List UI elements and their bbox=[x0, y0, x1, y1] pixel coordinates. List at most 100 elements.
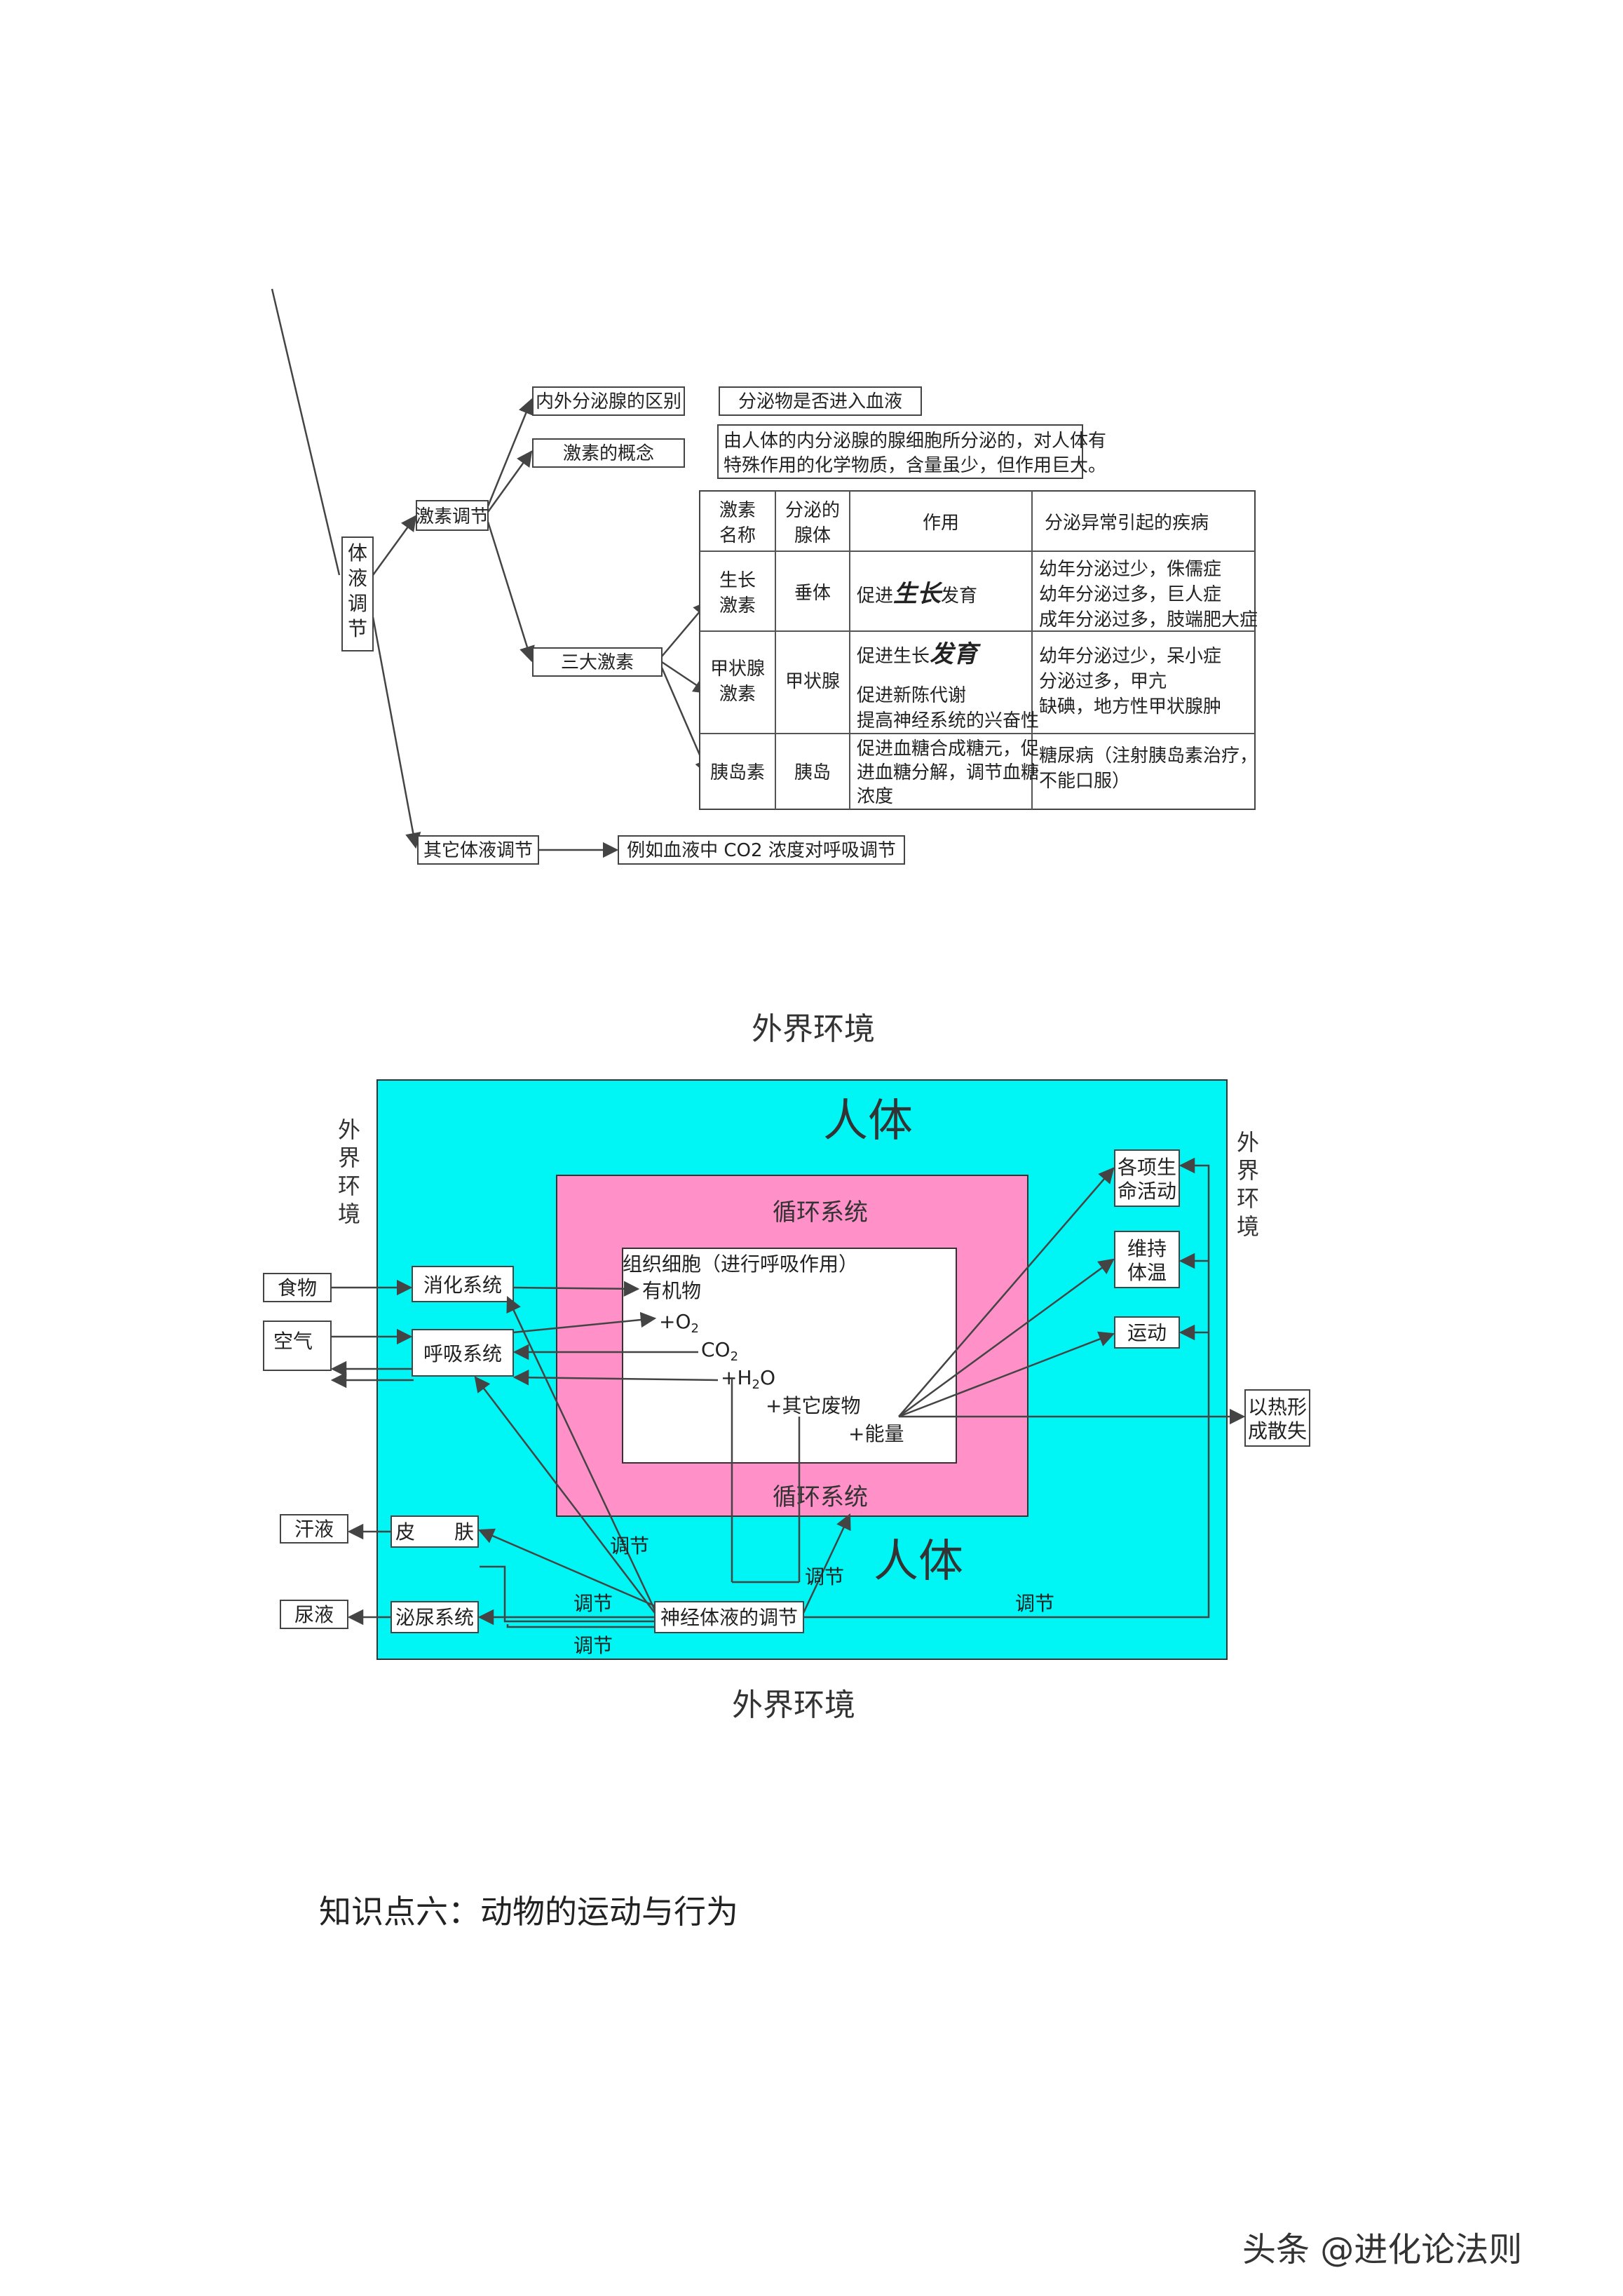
diff-label: 内外分泌腺的区别 bbox=[536, 391, 681, 412]
diff-value: 分泌物是否进入血液 bbox=[738, 391, 902, 412]
r2-effect: 促进生长发育 bbox=[857, 640, 981, 668]
r1-effect: 促进生长发育 bbox=[857, 580, 977, 608]
reg-label-3: 调节 bbox=[573, 1592, 613, 1615]
sweat-label: 汗液 bbox=[294, 1518, 334, 1541]
th-effect: 作用 bbox=[923, 513, 959, 534]
diff-box bbox=[532, 386, 685, 416]
heat-loss-line-2: 成散失 bbox=[1248, 1419, 1307, 1443]
arrow-root-to-other bbox=[372, 616, 421, 849]
sweat-box bbox=[280, 1514, 348, 1544]
root-char-2: 液 bbox=[348, 567, 367, 590]
concept-box bbox=[532, 438, 685, 468]
other-reg-box bbox=[417, 835, 539, 865]
tree-root-line bbox=[271, 288, 341, 576]
r1-disease-1: 幼年分泌过少，侏儒症 bbox=[1039, 559, 1221, 580]
env-bottom-label: 外界环境 bbox=[732, 1687, 855, 1723]
diagram-arrows bbox=[330, 1157, 1246, 1628]
env-left-4: 境 bbox=[338, 1201, 360, 1227]
th-disease: 分泌异常引起的疾病 bbox=[1045, 513, 1209, 534]
body-temp-line-2: 体温 bbox=[1127, 1261, 1167, 1284]
th-name-1: 激素 bbox=[719, 500, 756, 521]
root-char-1: 体 bbox=[348, 541, 367, 565]
concept-line-2: 特殊作用的化学物质，含量虽少，但作用巨大。 bbox=[724, 455, 1106, 476]
root-char-4: 节 bbox=[348, 617, 367, 640]
three-box bbox=[532, 647, 663, 677]
env-left-2: 界 bbox=[338, 1144, 360, 1171]
env-right-4: 境 bbox=[1237, 1213, 1259, 1240]
hormone-reg-label: 激素调节 bbox=[416, 506, 489, 527]
neuro-humoral-label: 神经体液的调节 bbox=[660, 1606, 798, 1629]
arrow-to-three bbox=[487, 521, 535, 663]
r1-disease-3: 成年分泌过多，肢端肥大症 bbox=[1039, 609, 1258, 630]
concept-label: 激素的概念 bbox=[563, 443, 654, 464]
reg-label-2: 调节 bbox=[805, 1565, 844, 1588]
urine-label: 尿液 bbox=[294, 1603, 334, 1626]
section-title: 知识点六：动物的运动与行为 bbox=[319, 1893, 738, 1931]
r2-name-2: 激素 bbox=[719, 684, 756, 705]
env-left-3: 环 bbox=[338, 1173, 360, 1199]
life-activity-box bbox=[1114, 1149, 1180, 1207]
digestive-label: 消化系统 bbox=[423, 1274, 502, 1297]
r3-name: 胰岛素 bbox=[710, 762, 765, 783]
r3-disease-2: 不能口服） bbox=[1039, 771, 1130, 792]
respiratory-system-box bbox=[412, 1329, 514, 1377]
th-gland-2: 腺体 bbox=[794, 525, 831, 546]
r2-effect-line-1: 促进新陈代谢 bbox=[857, 685, 966, 706]
skin-box bbox=[391, 1515, 479, 1548]
air-box bbox=[263, 1321, 332, 1371]
r2-disease-2: 分泌过多，甲亢 bbox=[1039, 671, 1167, 692]
hormone-table: 激素 名称 分泌的 腺体 作用 分泌异常引起的疾病 生长 激素 垂体 促进生长发… bbox=[699, 490, 1258, 810]
neuro-humoral-box bbox=[654, 1601, 804, 1633]
r3-gland: 胰岛 bbox=[794, 762, 831, 783]
r1-disease-2: 幼年分泌过多，巨人症 bbox=[1039, 584, 1221, 605]
tissue-label: 组织细胞（进行呼吸作用） bbox=[623, 1252, 858, 1276]
r3-effect-line-1: 促进血糖合成糖元，促 bbox=[857, 738, 1039, 759]
body-diagram: 外界环境 外界环境 外 界 环 境 外 界 环 境 人体 人体 循环系统 循环系… bbox=[263, 1011, 1310, 1723]
hormone-reg-box bbox=[416, 500, 489, 531]
three-label: 三大激素 bbox=[561, 652, 634, 673]
other-example-text: 例如血液中 CO2 浓度对呼吸调节 bbox=[627, 840, 896, 861]
human-label-bottom: 人体 bbox=[874, 1536, 963, 1588]
arrow-root-to-hormone bbox=[372, 515, 417, 576]
waste-label: +其它废物 bbox=[766, 1394, 860, 1417]
env-right-1: 外 bbox=[1237, 1129, 1259, 1156]
life-activity-line-1: 各项生 bbox=[1118, 1156, 1176, 1179]
arrow-to-diff bbox=[487, 398, 534, 507]
r3-effect-line-3: 浓度 bbox=[857, 786, 893, 807]
concept-line-1: 由人体的内分泌腺的腺细胞所分泌的，对人体有 bbox=[724, 431, 1106, 452]
r1-name-1: 生长 bbox=[719, 570, 756, 591]
concept-value-box bbox=[717, 424, 1083, 479]
env-right-2: 界 bbox=[1237, 1157, 1259, 1184]
life-activity-line-2: 命活动 bbox=[1118, 1180, 1176, 1203]
co2-label: CO2 bbox=[701, 1338, 738, 1364]
air-label: 空气 bbox=[273, 1330, 313, 1353]
o2-label: +O2 bbox=[659, 1310, 699, 1336]
root-box bbox=[341, 536, 374, 651]
env-left-1: 外 bbox=[338, 1116, 360, 1143]
h2o-label: +H2O bbox=[721, 1366, 775, 1392]
r2-name-1: 甲状腺 bbox=[710, 659, 765, 680]
diff-value-box bbox=[719, 386, 922, 416]
human-label-top: 人体 bbox=[823, 1095, 913, 1147]
reg-label-5: 调节 bbox=[1015, 1592, 1054, 1615]
env-right-3: 环 bbox=[1237, 1185, 1259, 1212]
heat-loss-line-1: 以热形 bbox=[1248, 1396, 1307, 1419]
r3-disease-1: 糖尿病（注射胰岛素治疗， bbox=[1039, 745, 1258, 767]
circ-label-bottom: 循环系统 bbox=[773, 1483, 868, 1511]
r2-disease-3: 缺碘，地方性甲状腺肿 bbox=[1039, 696, 1221, 717]
urinary-system-box bbox=[391, 1601, 479, 1633]
hormone-tree: 体 液 调 节 激素调节 其它体液调节 例如血液中 CO2 浓度对呼吸调节 内外… bbox=[271, 288, 1258, 865]
food-label: 食物 bbox=[278, 1276, 317, 1299]
watermark: 头条 @进化论法则 bbox=[1242, 2230, 1523, 2269]
organic-label: 有机物 bbox=[642, 1279, 701, 1302]
arrow-to-concept bbox=[487, 450, 533, 513]
respiratory-label: 呼吸系统 bbox=[423, 1342, 502, 1365]
food-box bbox=[263, 1273, 332, 1302]
root-char-3: 调 bbox=[348, 592, 367, 615]
env-top-label: 外界环境 bbox=[752, 1011, 875, 1047]
r2-effect-line-2: 提高神经系统的兴奋性 bbox=[857, 710, 1039, 731]
table-frame bbox=[699, 490, 1256, 810]
reg-label-1: 调节 bbox=[610, 1534, 649, 1558]
other-reg-label: 其它体液调节 bbox=[423, 840, 533, 861]
other-example-box bbox=[618, 835, 905, 865]
